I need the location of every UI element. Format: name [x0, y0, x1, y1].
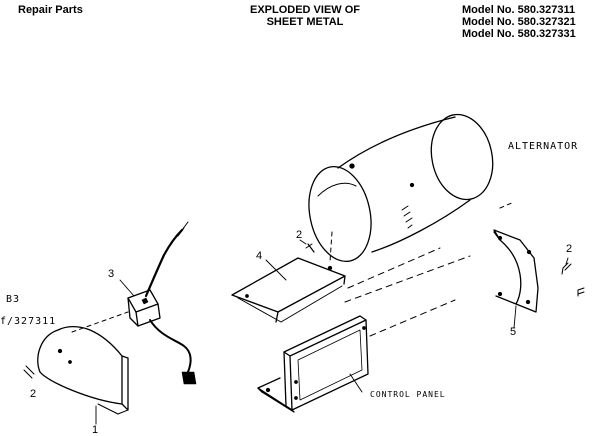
control-panel-label: CONTROL PANEL: [370, 390, 446, 399]
screw-part: [577, 287, 585, 297]
callout-number: 2: [566, 243, 573, 255]
screw-part: [561, 262, 572, 275]
outlet-box-part: [127, 221, 197, 385]
side-reference-label: B3: [6, 294, 21, 305]
screw-part: [305, 243, 315, 253]
diagram-title-line1: EXPLODED VIEW OF: [249, 4, 360, 16]
diagram-title-line2: SHEET METAL: [266, 16, 344, 28]
callout-leader-lines: [95, 239, 569, 425]
callout-number: 2: [296, 229, 303, 241]
diagram-title: EXPLODED VIEW OF SHEET METAL: [240, 4, 370, 28]
side-panel-part: [37, 311, 129, 415]
page-title: Repair Parts: [18, 4, 83, 16]
callout-number: 4: [256, 250, 263, 262]
callout-number: 1: [92, 424, 99, 436]
callout-number: 2: [30, 388, 37, 400]
top-cover-plate-part: [231, 257, 346, 323]
callout-number: 5: [510, 326, 517, 338]
alternator-part: [308, 113, 515, 337]
model-number: Model No. 580.327311: [462, 4, 576, 16]
model-number-list: Model No. 580.327311 Model No. 580.32732…: [462, 4, 576, 40]
end-bracket-part: [493, 229, 539, 313]
model-number: Model No. 580.327321: [462, 16, 576, 28]
alternator-label: ALTERNATOR: [508, 141, 579, 152]
screw-part: [23, 365, 35, 379]
control-panel-part: [257, 315, 369, 413]
side-reference-label: f/327311: [0, 316, 57, 327]
callout-number: 3: [108, 268, 115, 280]
model-number: Model No. 580.327331: [462, 28, 576, 40]
